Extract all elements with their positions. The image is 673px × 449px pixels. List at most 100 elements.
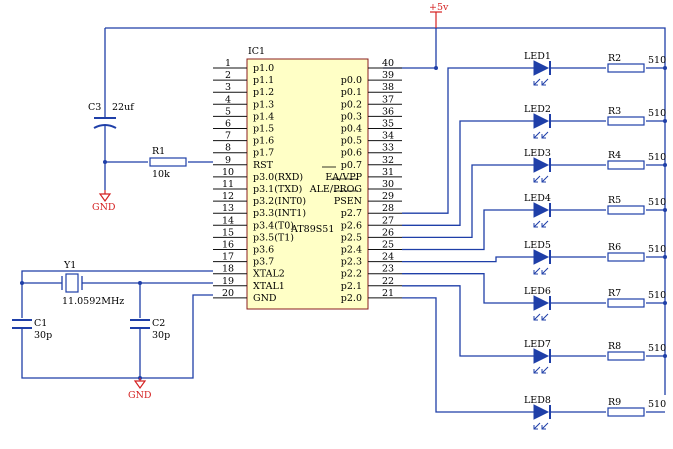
ic-pin-number-left: 10 [222,167,234,178]
y1-body [65,273,79,293]
resistor-body [607,351,645,361]
ic-pin-number-left: 1 [225,58,231,69]
y1-value: 11.0592MHz [62,296,124,307]
led-symbol [533,202,550,218]
resistor-ref: R5 [608,195,621,206]
ic-pin-number-right: 25 [382,240,394,251]
ground-bus [21,294,213,379]
resistor-ref: R8 [608,341,621,352]
led-label: LED2 [524,104,551,115]
led-light-arrows [533,313,549,321]
ic-pin-name-right: p2.3 [341,257,362,268]
y1-ref: Y1 [63,260,76,271]
led-wire-in [402,209,534,251]
ic-pin-name-right: p2.4 [341,245,362,256]
ic-pin-number-right: 35 [382,119,394,130]
ic-pin-number-right: 22 [382,276,394,287]
resistor-ref: R2 [608,53,621,64]
ic-pin-name-left: p3.3(INT1) [253,208,306,219]
led-label: LED3 [524,148,551,159]
ic-pin-name-left: p3.2(INT0) [253,196,306,207]
c2-plates [130,319,150,329]
resistor-body [607,116,645,126]
ic-pin-number-left: 16 [222,240,234,251]
ic-pin-name-right: p0.4 [341,124,362,135]
ic-pin-number-right: 29 [382,191,394,202]
led-light-arrows [533,78,549,86]
led-wire-in [402,67,534,214]
ic-pin-name-right: ALE/PROG [309,184,362,195]
resistor-value: 510 [648,244,666,255]
resistor-body [607,407,645,417]
c3-ref: C3 [88,102,101,113]
resistor-value: 510 [648,55,666,66]
ic-pin-number-left: 9 [225,155,231,166]
ic-pin-name-right: p2.6 [341,220,362,231]
resistor-body [607,63,645,73]
ic-pin-name-left: p1.0 [253,63,274,74]
ic-pin-name-left: RST [253,160,274,171]
c1-value: 30p [34,330,52,341]
ic-pin-name-right: p0.2 [341,99,362,110]
led-wire-in [402,273,534,304]
resistor-ref: R6 [608,242,621,253]
ic-pin-number-left: 19 [222,276,234,287]
led-label: LED7 [524,339,551,350]
ic-pin-name-left: XTAL2 [253,269,285,280]
resistor-value: 510 [648,399,666,410]
ic-pin-number-left: 7 [225,131,231,142]
resistor-body [607,298,645,308]
ic-pin-number-right: 38 [382,82,394,93]
led-light-arrows [533,131,549,139]
gnd-symbol-bottom [133,378,147,390]
ic-pin-number-left: 13 [222,203,234,214]
led-label: LED1 [524,51,551,62]
resistor-ref: R4 [608,150,621,161]
ic-pin-name-left: p1.1 [253,75,274,86]
led-label: LED6 [524,286,551,297]
resistor-body [607,205,645,215]
r1-value: 10k [152,169,170,180]
junction [138,281,142,285]
gnd-symbol-top [98,190,112,203]
ic-pin-number-right: 33 [382,143,394,154]
xtal1-wire [139,282,213,318]
y1-plates [61,276,83,290]
led-symbol [533,348,550,364]
ic-pin-name-right: PSEN [334,196,362,207]
ic-pin-name-right: p0.3 [341,111,362,122]
led-symbol [533,295,550,311]
led-wire-in [402,297,534,413]
ic-part: AT89S51 [290,224,334,235]
ic-pin-name-left: p3.5(T1) [253,232,294,243]
ic-pin-name-left: XTAL1 [253,281,285,292]
ic-pin-number-left: 4 [225,94,231,105]
resistor-value: 510 [648,152,666,163]
ic-pin-name-left: p1.4 [253,111,274,122]
r1-ref: R1 [152,146,165,157]
junction [663,255,667,259]
c1-plates [12,319,32,329]
ic-pin-number-left: 3 [225,82,231,93]
ic-pin-number-left: 15 [222,227,234,238]
led-light-arrows [533,422,549,430]
led-light-arrows [533,220,549,228]
led-wire-in [402,120,534,226]
led-symbol [533,113,550,129]
ic-pin-number-left: 2 [225,70,231,81]
ic-pin-number-left: 20 [222,288,234,299]
xtal2-wire [21,270,213,318]
ic-pin-number-left: 5 [225,106,231,117]
junction [663,354,667,358]
ic-pin-name-right: p2.7 [341,208,362,219]
resistor-ref: R3 [608,106,621,117]
ic-pin-name-right: p0.6 [341,148,362,159]
vcc-rail [105,27,666,395]
ic-body [246,58,369,310]
resistor-ref: R9 [608,397,621,408]
c3-plate-bottom [93,124,117,129]
c1-ref: C1 [34,318,47,329]
resistor-body [607,160,645,170]
ic-pin-name-left: p1.6 [253,136,274,147]
